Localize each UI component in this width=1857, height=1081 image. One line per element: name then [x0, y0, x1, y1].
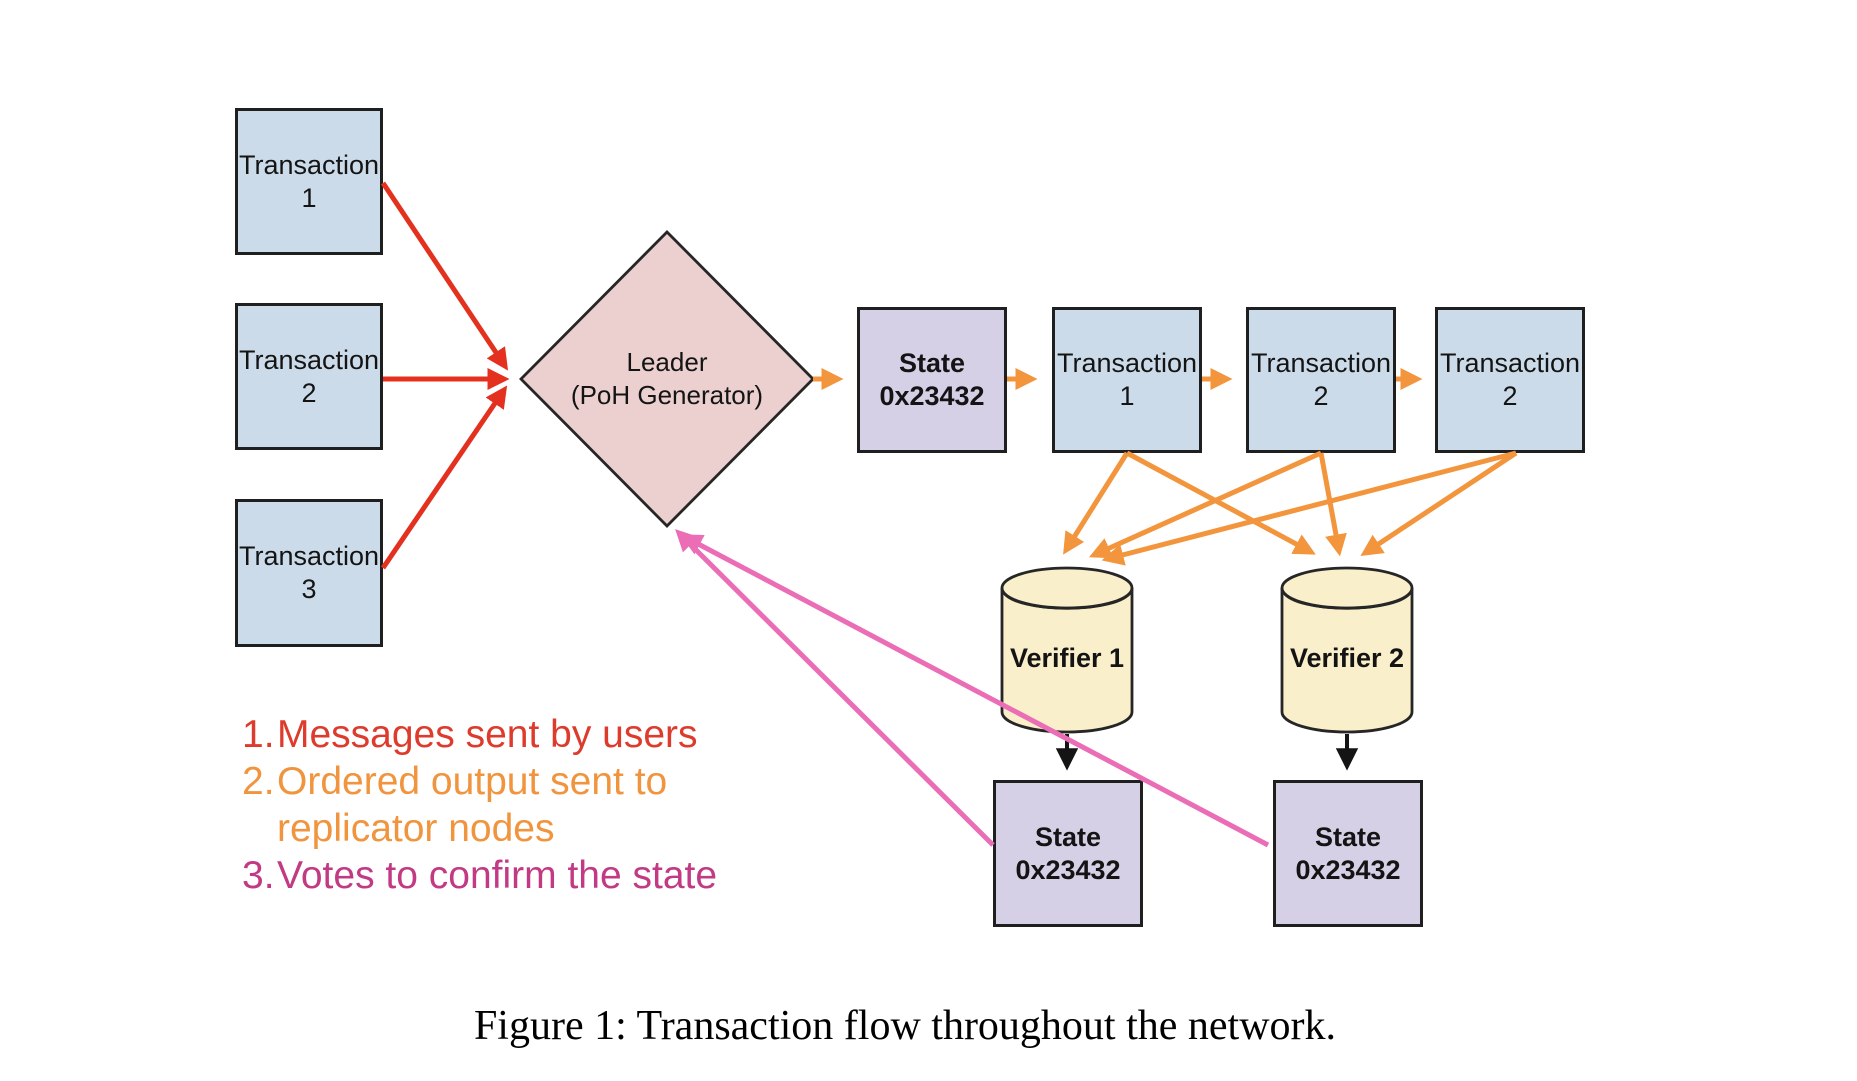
node-verifier1-state: State 0x23432 [993, 780, 1143, 927]
legend-text: Ordered output sent to replicator nodes [277, 760, 668, 850]
legend-item-votes: 3. Votes to confirm the state [242, 852, 730, 899]
verifier2-cylinder-rim [1283, 592, 1411, 610]
node-title: Transaction [1056, 348, 1198, 378]
node-ordered-transaction-1: Transaction 1 [1052, 307, 1202, 453]
node-user-transaction-3: Transaction 3 [235, 499, 383, 647]
verifier1-cylinder-top [1000, 566, 1134, 610]
arrow-tx2b-to-verifier1 [1101, 450, 1517, 566]
node-title: State [1034, 821, 1102, 852]
node-value: 0x23432 [879, 381, 985, 411]
node-user-transaction-2: Transaction 2 [235, 303, 383, 450]
node-title: Transaction [238, 541, 380, 571]
node-ordered-transaction-3: Transaction 2 [1435, 307, 1585, 453]
node-number: 2 [1502, 381, 1518, 411]
node-user-transaction-1: Transaction 1 [235, 108, 383, 255]
verifier2-cylinder-top [1280, 566, 1414, 610]
node-verifier2-label: Verifier 2 [1289, 643, 1405, 673]
arrow-tx2-to-verifier1 [1088, 450, 1323, 559]
node-ordered-transaction-2: Transaction 2 [1246, 307, 1396, 453]
node-leader-label: Leader (PoH Generator) [547, 346, 787, 412]
node-title: State [1314, 821, 1382, 852]
node-title: Transaction [1439, 348, 1581, 378]
node-number: 3 [301, 574, 317, 604]
node-title: State [898, 348, 966, 378]
legend-number: 3. [242, 854, 275, 897]
node-title: Transaction [1250, 348, 1392, 378]
arrow-tx2b-to-verifier2 [1360, 450, 1518, 557]
legend-text: Votes to confirm the state [277, 854, 718, 897]
node-value: 0x23432 [1295, 854, 1401, 885]
legend: 1. Messages sent by users 2. Ordered out… [242, 711, 730, 899]
legend-text: Messages sent by users [277, 713, 698, 756]
arrow-vote-state2-to-leader [680, 534, 1270, 848]
legend-item-ordered-output: 2. Ordered output sent to replicator nod… [242, 758, 730, 852]
node-verifier2-state: State 0x23432 [1273, 780, 1423, 927]
node-number: 2 [1313, 381, 1329, 411]
leader-title: Leader [626, 347, 708, 377]
figure-caption: Figure 1: Transaction flow throughout th… [473, 1003, 1337, 1049]
legend-number: 2. [242, 760, 275, 803]
arrow-user-tx1-to-leader [380, 181, 509, 371]
node-verifier1-label: Verifier 1 [1009, 643, 1125, 673]
arrow-tx2-to-verifier2 [1318, 452, 1347, 557]
node-state-output: State 0x23432 [857, 307, 1007, 453]
arrow-tx1-to-verifier2 [1125, 450, 1316, 555]
node-title: Transaction [238, 344, 380, 375]
arrow-tx1-to-verifier1 [1063, 451, 1130, 555]
node-title: Transaction [238, 149, 380, 180]
node-number: 1 [1119, 381, 1135, 411]
verifier1-cylinder-rim [1003, 592, 1131, 610]
node-number: 1 [301, 182, 317, 213]
legend-number: 1. [242, 713, 275, 756]
arrow-user-tx3-to-leader [380, 385, 508, 570]
node-value: 0x23432 [1015, 854, 1121, 885]
node-number: 2 [301, 377, 317, 408]
leader-subtitle: (PoH Generator) [570, 380, 764, 410]
legend-item-messages: 1. Messages sent by users [242, 711, 730, 758]
